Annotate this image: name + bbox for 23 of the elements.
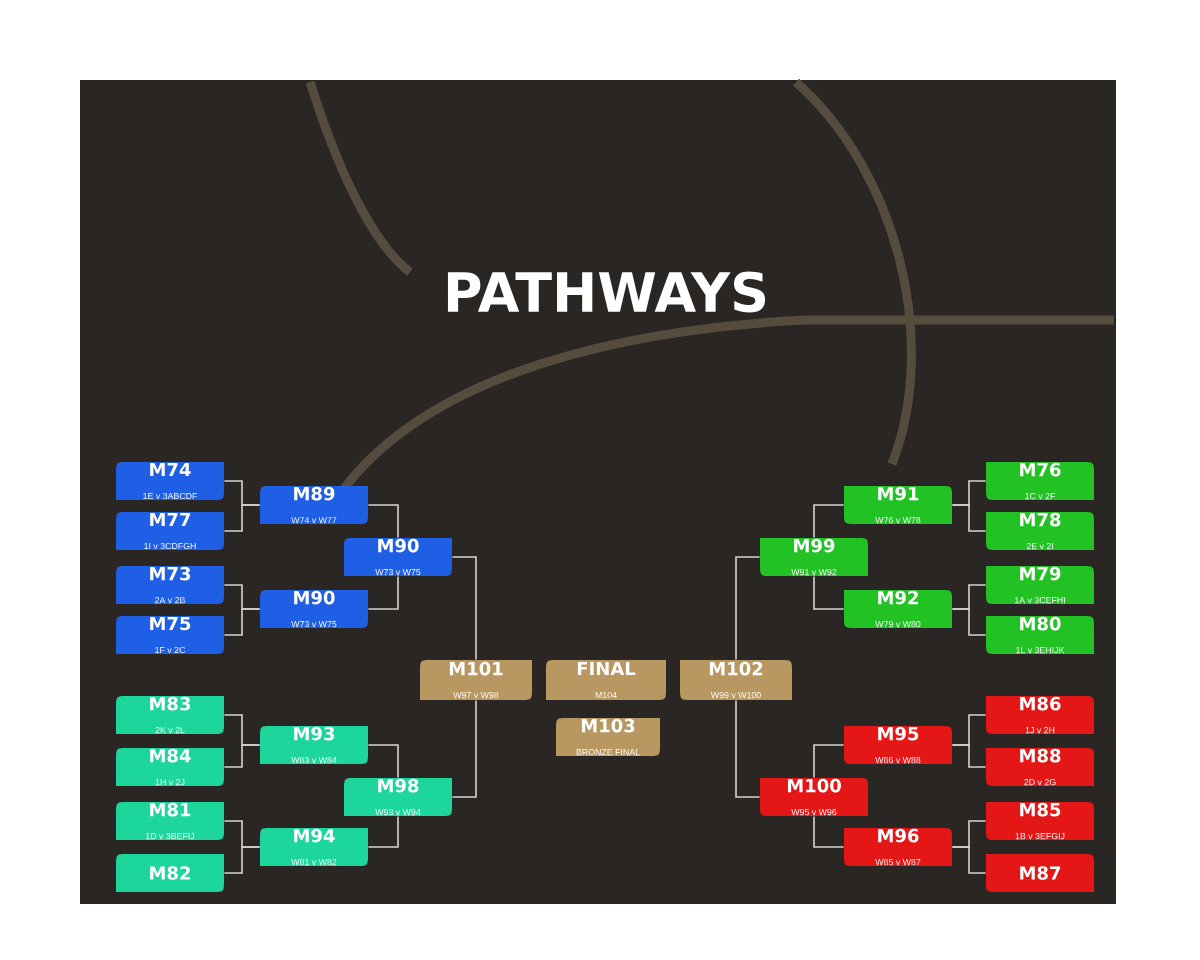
bracket-line bbox=[367, 744, 399, 779]
bracket-line bbox=[451, 699, 477, 798]
bracket-line bbox=[951, 846, 987, 874]
bracket-line bbox=[813, 504, 845, 539]
bracket-line bbox=[951, 744, 987, 768]
match-box: M82 bbox=[116, 854, 224, 892]
bracket-line bbox=[223, 504, 261, 532]
bracket-line bbox=[367, 575, 399, 610]
bracket-line bbox=[813, 744, 845, 779]
bracket-line bbox=[735, 556, 761, 661]
bracket-line bbox=[813, 815, 845, 848]
match-box: M87 bbox=[986, 854, 1094, 892]
bracket-line bbox=[951, 608, 987, 636]
bracket-line bbox=[735, 699, 761, 798]
bracket-line bbox=[951, 504, 987, 532]
bracket-line bbox=[223, 608, 261, 636]
bracket-line bbox=[813, 575, 845, 610]
bracket-line bbox=[223, 744, 261, 768]
bracket-line bbox=[451, 556, 477, 661]
bracket-line bbox=[367, 815, 399, 848]
title: PATHWAYS bbox=[447, 271, 766, 313]
bracket-line bbox=[367, 504, 399, 539]
bracket-line bbox=[223, 846, 261, 874]
